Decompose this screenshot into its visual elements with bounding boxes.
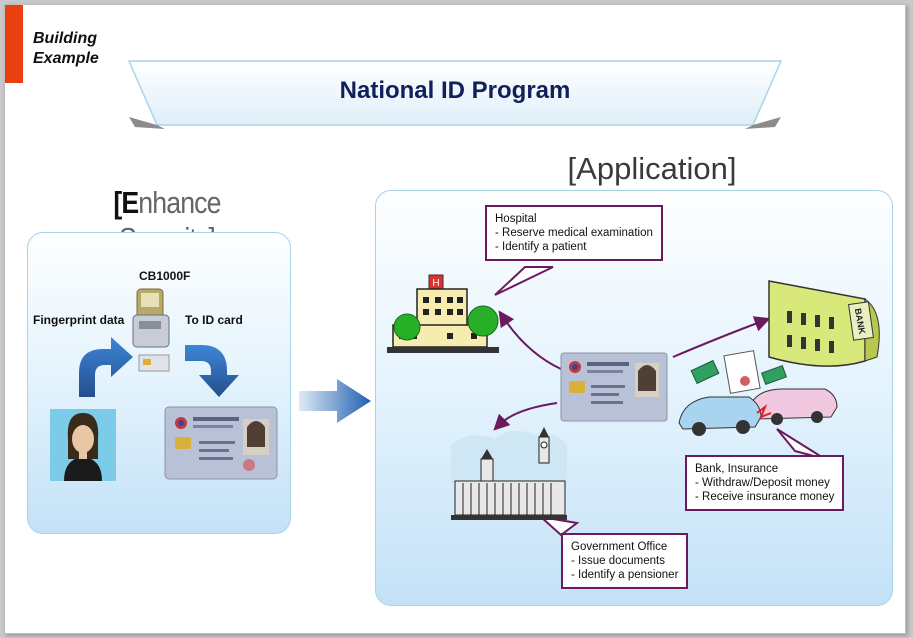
hospital-title: Hospital bbox=[495, 213, 537, 225]
bank-sign: BANK bbox=[853, 308, 867, 336]
corner-label-line2: Example bbox=[33, 50, 99, 67]
security-panel bbox=[27, 232, 291, 534]
page-title: National ID Program bbox=[339, 77, 571, 104]
arrow-to-card-icon bbox=[185, 345, 239, 397]
government-line1: - Issue documents bbox=[571, 555, 665, 567]
arrow-to-device-icon bbox=[79, 337, 133, 397]
id-card-center-image bbox=[560, 352, 668, 422]
security-heading-first: [E bbox=[113, 185, 139, 220]
corner-label: Building Example bbox=[33, 29, 99, 69]
curved-arrows bbox=[79, 337, 239, 397]
hospital-building-icon: H bbox=[387, 274, 499, 353]
corner-label-line1: Building bbox=[33, 30, 97, 47]
hospital-line2: - Identify a patient bbox=[495, 241, 587, 253]
user-portrait-icon bbox=[50, 409, 116, 481]
fingerprint-device-icon bbox=[132, 288, 170, 372]
hospital-callout: Hospital - Reserve medical examination -… bbox=[485, 205, 663, 261]
hospital-line1: - Reserve medical examination bbox=[495, 227, 653, 239]
title-banner bbox=[127, 60, 783, 129]
government-building-icon bbox=[451, 427, 567, 520]
bank-scene-icon: BANK bbox=[678, 280, 880, 436]
device-label: CB1000F bbox=[139, 269, 191, 283]
flow-arrow-icon bbox=[299, 379, 371, 423]
government-title: Government Office bbox=[571, 541, 668, 553]
accent-bar bbox=[5, 5, 23, 83]
to-card-label: To ID card bbox=[185, 313, 243, 327]
hospital-sign: H bbox=[432, 278, 439, 289]
bank-line1: - Withdraw/Deposit money bbox=[695, 477, 830, 489]
application-heading: [Application] bbox=[567, 151, 737, 186]
connector-lines bbox=[493, 266, 826, 537]
bank-callout: Bank, Insurance - Withdraw/Deposit money… bbox=[685, 455, 845, 511]
fingerprint-label: Fingerprint data bbox=[33, 313, 125, 327]
government-line2: - Identify a pensioner bbox=[571, 569, 679, 581]
id-card-image bbox=[164, 406, 278, 480]
slide: Building Example National ID Program [En… bbox=[4, 4, 906, 634]
bank-line2: - Receive insurance money bbox=[695, 491, 835, 503]
government-callout: Government Office - Issue documents - Id… bbox=[561, 533, 689, 589]
bank-title: Bank, Insurance bbox=[695, 463, 779, 475]
